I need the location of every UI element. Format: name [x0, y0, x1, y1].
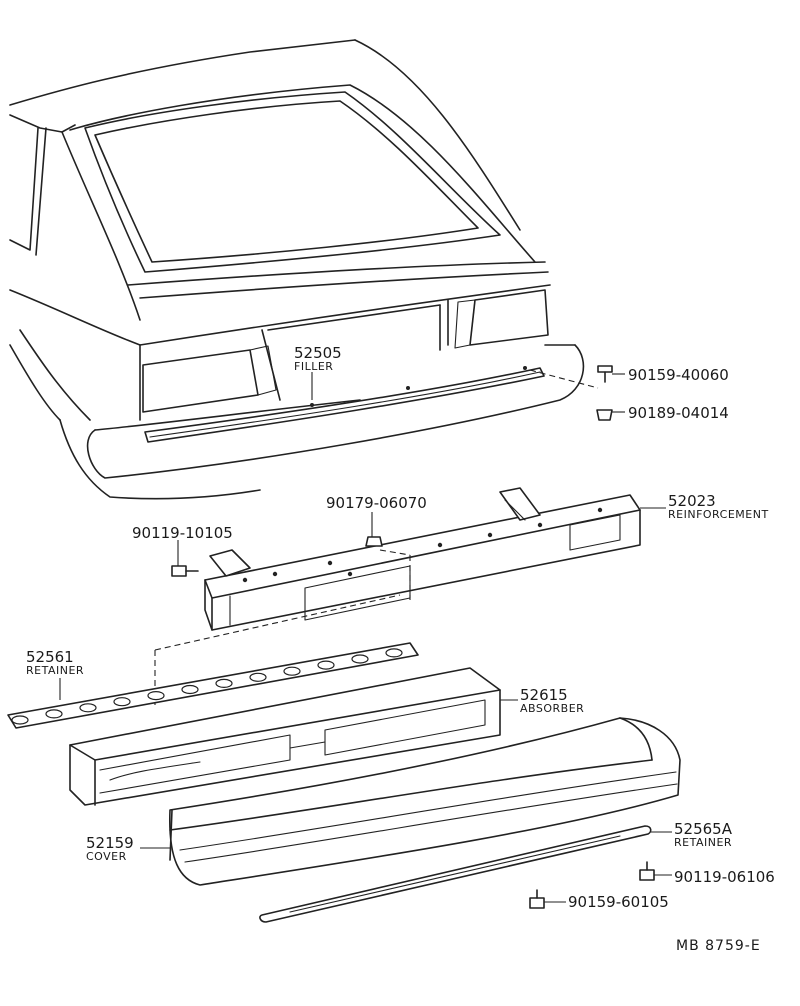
part-name-reinforcement: REINFORCEMENT — [668, 508, 769, 521]
retainer-clip-hole — [249, 672, 267, 682]
retainer-clip-hole — [351, 654, 369, 664]
car-body-illustration — [9, 39, 599, 500]
retainer-clip-hole — [113, 697, 131, 707]
diagram-reference-code: MB 8759-E — [676, 938, 761, 954]
part-number-52023: 52023 — [668, 492, 716, 510]
absorber-part-illustration — [69, 667, 501, 806]
cover-part-illustration — [169, 717, 681, 886]
fastener-nut-90189-04014 — [596, 409, 613, 421]
leader-lines — [59, 372, 672, 903]
part-name-absorber: ABSORBER — [520, 702, 584, 715]
part-number-90159-60105: 90159-60105 — [568, 893, 669, 911]
part-number-52561: 52561 — [26, 648, 74, 666]
fastener-screw-90119-06106 — [639, 861, 655, 881]
retainer-clip-hole — [181, 684, 199, 695]
fastener-screw-90159-40060 — [597, 365, 613, 383]
retainer-clip-hole — [317, 660, 335, 670]
retainer-clip-hole — [11, 715, 29, 725]
retainer-clip-hole — [79, 703, 97, 713]
retainer-clip-hole — [45, 709, 63, 719]
part-number-90119-10105: 90119-10105 — [132, 524, 233, 542]
part-number-52505: 52505 — [294, 344, 342, 362]
reinforcement-part-illustration — [154, 487, 641, 705]
retainer-clip-hole — [215, 678, 233, 689]
part-number-52159: 52159 — [86, 834, 134, 852]
part-name-retainer-upper: RETAINER — [26, 664, 84, 677]
part-name-cover: COVER — [86, 850, 127, 863]
lower-retainer-strip-illustration — [259, 825, 652, 923]
retainer-clip-hole — [385, 648, 403, 658]
part-name-filler: FILLER — [294, 360, 333, 373]
fastener-nut-90179-06070 — [365, 512, 383, 547]
part-number-52615: 52615 — [520, 686, 568, 704]
part-number-52565A: 52565A — [674, 820, 733, 838]
part-labels: 52505 FILLER 90159-40060 90189-04014 901… — [26, 344, 775, 954]
retainer-clip-hole — [147, 690, 165, 701]
part-name-retainer-lower: RETAINER — [674, 836, 732, 849]
retainer-strip-illustration — [7, 642, 419, 729]
part-number-90189-04014: 90189-04014 — [628, 404, 729, 422]
retainer-clip-hole — [283, 666, 301, 676]
fastener-bolt-90119-10105 — [171, 540, 199, 577]
part-number-90119-06106: 90119-06106 — [674, 868, 775, 886]
part-number-90159-40060: 90159-40060 — [628, 366, 729, 384]
fastener-screw-90159-60105 — [529, 889, 545, 909]
part-number-90179-06070: 90179-06070 — [326, 494, 427, 512]
